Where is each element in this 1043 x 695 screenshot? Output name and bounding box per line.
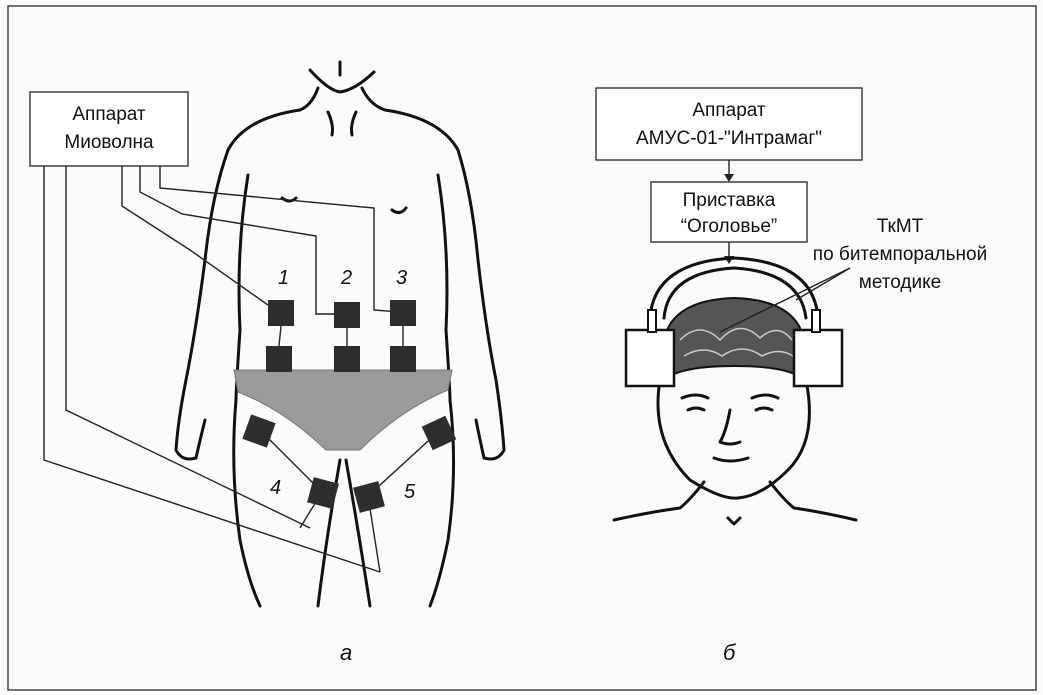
electrode-3-upper [390, 300, 416, 326]
electrode-1-upper [268, 300, 294, 326]
amus-device-label-line1: Аппарат [692, 100, 766, 121]
amus-device-label-line2: АМУС-01-"Интрамаг" [636, 128, 822, 149]
panel-a-caption: а [340, 640, 352, 665]
headset-attachment-label-line1: Приставка [683, 190, 776, 211]
amus-device-box [596, 88, 862, 160]
electrode-2-lower [334, 346, 360, 372]
method-label-line3: методике [859, 272, 941, 293]
electrode-number-2: 2 [340, 267, 352, 289]
electrode-number-4: 4 [270, 477, 281, 499]
left-emitter [626, 330, 674, 386]
electrode-2-upper [334, 302, 360, 328]
right-emitter [794, 330, 842, 386]
electrode-number-5: 5 [404, 481, 416, 503]
electrode-number-3: 3 [396, 267, 407, 289]
headset-attachment-label-line2: “Оголовье” [681, 216, 778, 237]
electrode-1-lower [266, 346, 292, 372]
myovolna-device-label-line1: Аппарат [72, 104, 146, 125]
electrode-number-1: 1 [278, 267, 289, 289]
method-label-line1: ТкМТ [877, 216, 924, 237]
panel-b-caption: б [723, 640, 737, 665]
myovolna-device-label-line2: Миоволна [64, 132, 154, 153]
electrode-3-lower [390, 346, 416, 372]
method-label-line2: по битемпоральной [813, 244, 987, 265]
